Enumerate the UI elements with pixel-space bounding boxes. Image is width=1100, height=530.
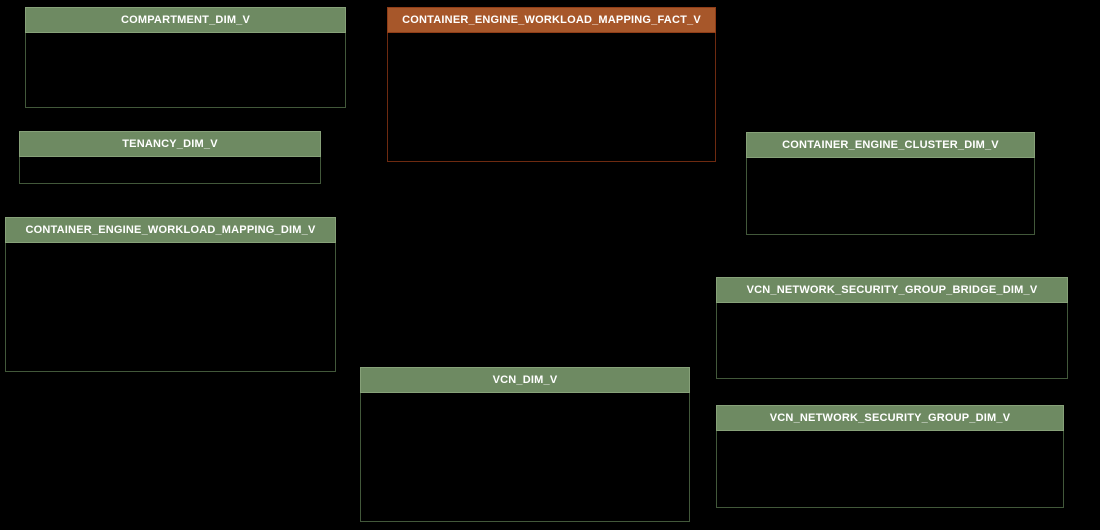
table-body-container-engine-workload-mapping-fact-v[interactable] [387, 33, 716, 162]
table-title: VCN_DIM_V [492, 374, 558, 386]
table-tenancy-dim-v[interactable]: TENANCY_DIM_V [19, 131, 321, 184]
table-title: CONTAINER_ENGINE_WORKLOAD_MAPPING_FACT_V [402, 14, 701, 26]
table-header-vcn-network-security-group-dim-v[interactable]: VCN_NETWORK_SECURITY_GROUP_DIM_V [716, 405, 1064, 431]
table-vcn-network-security-group-dim-v[interactable]: VCN_NETWORK_SECURITY_GROUP_DIM_V [716, 405, 1064, 508]
table-header-container-engine-workload-mapping-dim-v[interactable]: CONTAINER_ENGINE_WORKLOAD_MAPPING_DIM_V [5, 217, 336, 243]
table-header-container-engine-workload-mapping-fact-v[interactable]: CONTAINER_ENGINE_WORKLOAD_MAPPING_FACT_V [387, 7, 716, 33]
table-header-container-engine-cluster-dim-v[interactable]: CONTAINER_ENGINE_CLUSTER_DIM_V [746, 132, 1035, 158]
table-title: VCN_NETWORK_SECURITY_GROUP_BRIDGE_DIM_V [746, 284, 1038, 296]
table-header-tenancy-dim-v[interactable]: TENANCY_DIM_V [19, 131, 321, 157]
table-body-vcn-network-security-group-dim-v[interactable] [716, 431, 1064, 508]
table-title: CONTAINER_ENGINE_CLUSTER_DIM_V [782, 139, 999, 151]
table-container-engine-cluster-dim-v[interactable]: CONTAINER_ENGINE_CLUSTER_DIM_V [746, 132, 1035, 235]
table-body-vcn-network-security-group-bridge-dim-v[interactable] [716, 303, 1068, 379]
table-header-vcn-dim-v[interactable]: VCN_DIM_V [360, 367, 690, 393]
table-title: VCN_NETWORK_SECURITY_GROUP_DIM_V [769, 412, 1011, 424]
table-body-container-engine-cluster-dim-v[interactable] [746, 158, 1035, 235]
table-body-vcn-dim-v[interactable] [360, 393, 690, 522]
table-body-tenancy-dim-v[interactable] [19, 157, 321, 184]
table-body-container-engine-workload-mapping-dim-v[interactable] [5, 243, 336, 372]
table-header-compartment-dim-v[interactable]: COMPARTMENT_DIM_V [25, 7, 346, 33]
table-title: TENANCY_DIM_V [122, 138, 218, 150]
table-container-engine-workload-mapping-dim-v[interactable]: CONTAINER_ENGINE_WORKLOAD_MAPPING_DIM_V [5, 217, 336, 372]
table-header-vcn-network-security-group-bridge-dim-v[interactable]: VCN_NETWORK_SECURITY_GROUP_BRIDGE_DIM_V [716, 277, 1068, 303]
table-title: CONTAINER_ENGINE_WORKLOAD_MAPPING_DIM_V [25, 224, 316, 236]
table-vcn-network-security-group-bridge-dim-v[interactable]: VCN_NETWORK_SECURITY_GROUP_BRIDGE_DIM_V [716, 277, 1068, 379]
table-vcn-dim-v[interactable]: VCN_DIM_V [360, 367, 690, 522]
table-body-compartment-dim-v[interactable] [25, 33, 346, 108]
table-compartment-dim-v[interactable]: COMPARTMENT_DIM_V [25, 7, 346, 108]
table-title: COMPARTMENT_DIM_V [120, 14, 251, 26]
table-container-engine-workload-mapping-fact-v[interactable]: CONTAINER_ENGINE_WORKLOAD_MAPPING_FACT_V [387, 7, 716, 162]
